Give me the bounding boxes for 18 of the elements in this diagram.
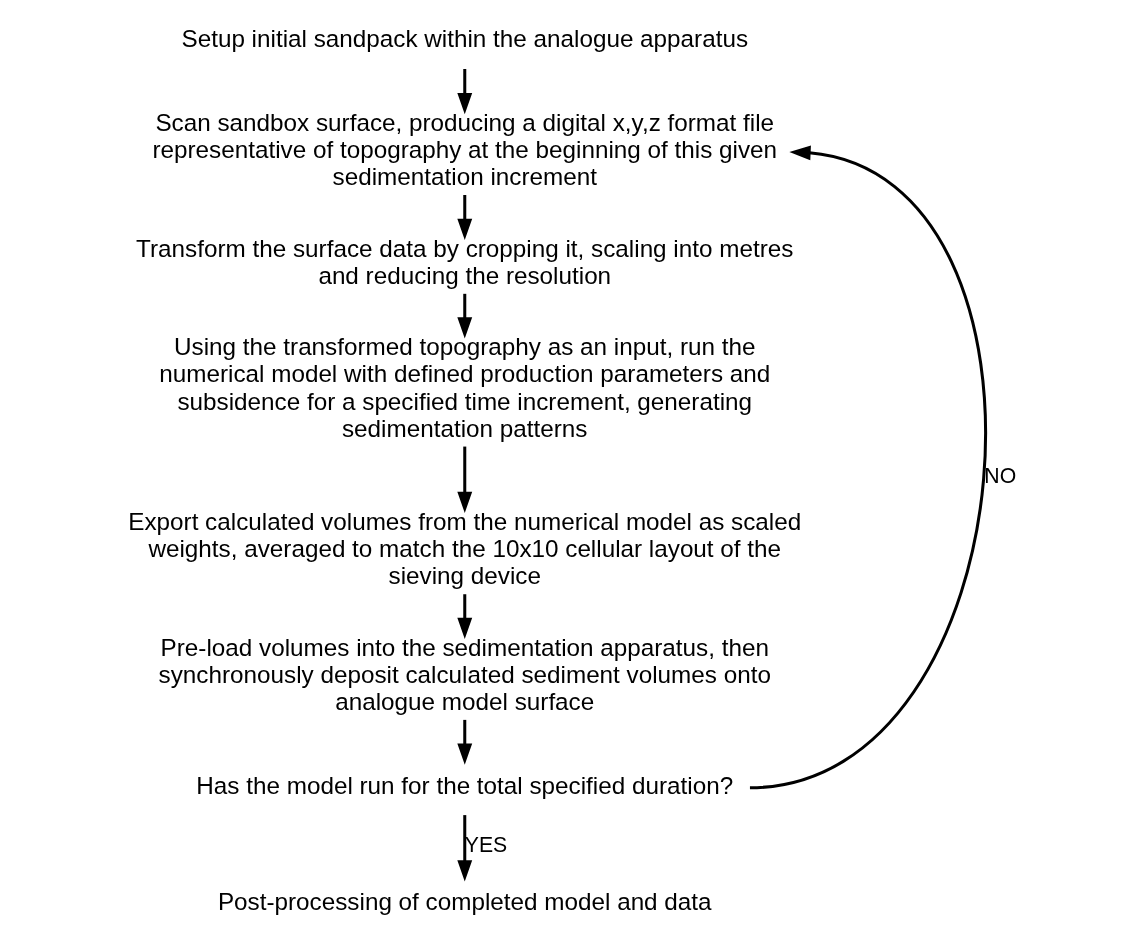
arrow (457, 815, 473, 882)
arrow (457, 293, 473, 339)
node-text: Scan sandbox surface, producing a digital x,y,z format file representative of topography at the beginning of this given sedimentation increment (152, 108, 778, 191)
arrow (457, 194, 473, 241)
arrow (457, 594, 473, 639)
arrow (457, 719, 473, 765)
node-text: Has the model run for the total specified duration? (196, 771, 734, 799)
arrow (457, 69, 473, 115)
node-text: Export calculated volumes from the numerical model as scaled weights, averaged to match the 10x10 cellular layout of the sieving device (128, 507, 802, 590)
node-text: Setup initial sandpack within the analogue apparatus (181, 25, 749, 53)
node-text: Transform the surface data by cropping it, scaling into metres and reducing the resolution (136, 234, 794, 289)
arrow (749, 145, 987, 790)
node-text: Pre-load volumes into the sedimentation apparatus, then synchronously deposit calculated sediment volumes onto analogue model surface (158, 633, 771, 716)
node-text: Using the transformed topography as an input, run the numerical model with defined production parameters and subsidence for a specified time increment, generating sedimentation patterns (159, 333, 771, 443)
node-text: Post-processing of completed model and data (217, 888, 712, 916)
arrow (457, 446, 473, 513)
edge-label: NO (984, 464, 1017, 488)
edge-label: YES (464, 832, 508, 856)
